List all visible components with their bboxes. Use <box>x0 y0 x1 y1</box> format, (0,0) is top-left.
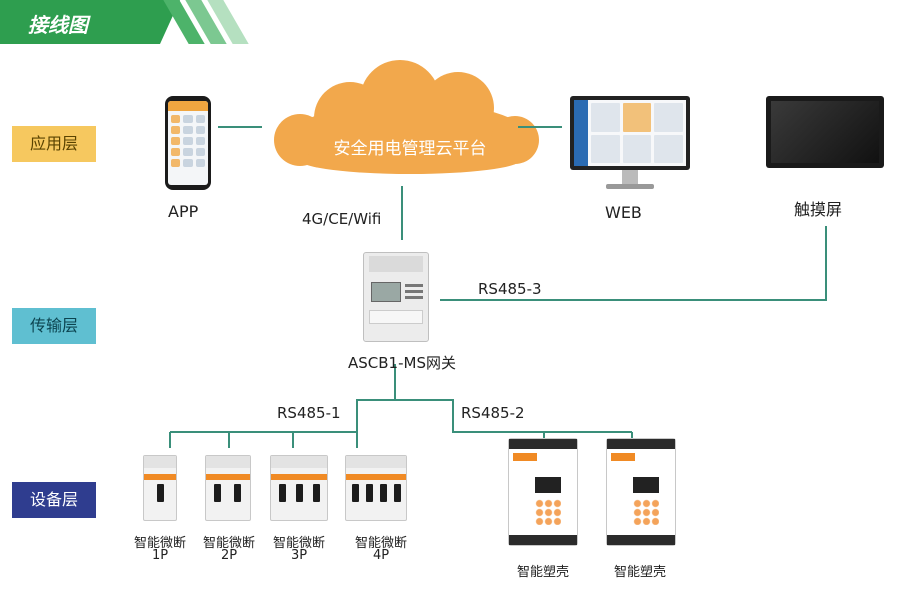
app-label: APP <box>168 202 199 221</box>
mcb-1p-poles: 1P <box>151 548 169 563</box>
mcb-3p-name: 智能微断 <box>272 536 325 551</box>
monitor-base <box>606 184 654 189</box>
mcb-2p-poles: 2P <box>220 548 238 563</box>
rs485-2-label: RS485-2 <box>461 404 525 422</box>
touchscreen-label: 触摸屏 <box>794 200 843 219</box>
uplink-label: 4G/CE/Wifi <box>302 210 382 228</box>
cloud-platform-label: 安全用电管理云平台 <box>333 139 487 159</box>
mcb-1p-name: 智能微断 <box>133 536 186 551</box>
mcb-1p-icon <box>143 455 177 521</box>
web-label: WEB <box>605 203 642 222</box>
mcb-2p-icon <box>205 455 251 521</box>
mcb-2p-name: 智能微断 <box>202 536 255 551</box>
mccb-2-name: 智能塑壳 <box>613 565 666 580</box>
mccb-icon <box>508 438 578 546</box>
layer-tag-transport: 传输层 <box>12 308 96 344</box>
phone-icon <box>165 96 211 190</box>
layer-tag-app: 应用层 <box>12 126 96 162</box>
rs485-3-label: RS485-3 <box>478 280 542 298</box>
monitor-icon <box>570 96 690 170</box>
gateway-label: ASCB1-MS网关 <box>348 354 456 372</box>
monitor-stand <box>622 170 638 184</box>
page-title: 接线图 <box>28 13 88 37</box>
line-rs485-2 <box>395 399 632 433</box>
mcb-4p-poles: 4P <box>372 548 390 563</box>
header-banner <box>0 0 160 44</box>
touchscreen-icon <box>766 96 884 168</box>
mcb-4p-name: 智能微断 <box>354 536 407 551</box>
layer-tag-device: 设备层 <box>12 482 96 518</box>
rs485-1-label: RS485-1 <box>277 404 341 422</box>
mccb-1-name: 智能塑壳 <box>516 565 569 580</box>
line-rs485-1 <box>170 364 396 433</box>
mcb-4p-icon <box>345 455 407 521</box>
cloud-shape <box>274 60 539 174</box>
gateway-device-icon <box>355 252 435 342</box>
mccb-icon <box>606 438 676 546</box>
mcb-3p-poles: 3P <box>290 548 308 563</box>
line-rs485-3 <box>440 226 827 301</box>
mcb-3p-icon <box>270 455 328 521</box>
